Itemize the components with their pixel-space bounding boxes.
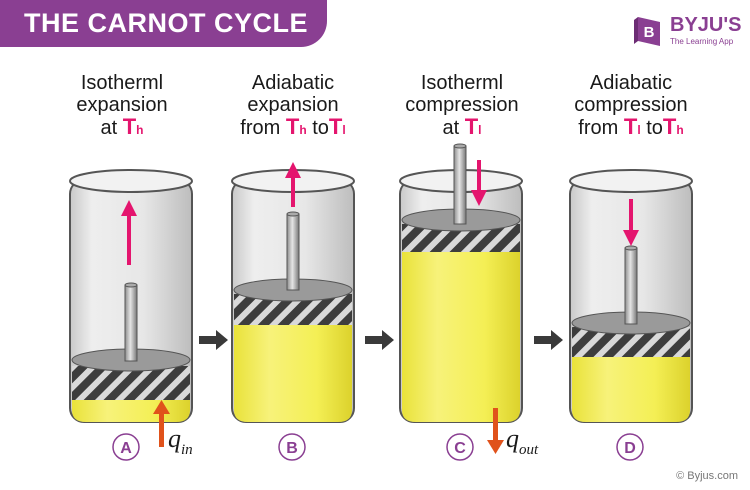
stage-a-badge: A	[112, 433, 140, 461]
stage-d-caption-line3: from Tl toTh	[578, 114, 684, 140]
heat-in-label: qin	[168, 424, 193, 458]
stage-b-badge: B	[278, 433, 306, 461]
step-arrow-c-d	[534, 330, 563, 350]
stage-b-caption-line1: Adiabatic	[251, 72, 335, 94]
cylinder-c	[399, 143, 523, 423]
stage-c-caption: Isotherml compression at Tl	[387, 72, 537, 141]
cylinder-b-rod	[286, 213, 300, 291]
cylinder-d	[569, 169, 693, 423]
step-arrow-a-b	[199, 330, 228, 350]
stage-c-badge: C	[446, 433, 474, 461]
cylinder-d-rod	[624, 247, 638, 325]
title-banner: THE CARNOT CYCLE	[0, 0, 327, 47]
stage-b-caption-line2: expansion	[247, 94, 339, 116]
cylinder-c-rod	[453, 145, 467, 225]
svg-text:B: B	[644, 24, 655, 41]
cylinder-a-piston	[72, 366, 190, 400]
copyright-notice: © Byjus.com	[676, 470, 738, 482]
stage-b-letter: B	[286, 440, 298, 457]
cylinder-a	[69, 169, 193, 423]
heat-out-label: qout	[506, 424, 539, 458]
stage-d-caption-line1: Adiabatic	[589, 72, 673, 94]
stage-c-letter: C	[454, 440, 466, 457]
stage-c-caption-line1: Isotherml	[420, 72, 504, 94]
cylinder-c-gas	[402, 252, 520, 422]
cylinder-b-gas	[234, 325, 352, 422]
stage-d-letter: D	[624, 440, 636, 457]
cylinder-d-gas	[572, 357, 690, 422]
cylinder-b	[231, 162, 355, 423]
stage-a-caption-line3: at Th	[100, 114, 144, 140]
stage-a-caption-line2: expansion	[76, 94, 168, 116]
heat-in-arrow	[153, 400, 170, 447]
brand-name: BYJU'S	[670, 14, 742, 36]
stage-c-caption-line2: compression	[405, 94, 519, 116]
page-title: THE CARNOT CYCLE	[24, 8, 308, 38]
stage-b-caption-line3: from Th toTl	[240, 114, 346, 140]
cylinder-a-rim	[69, 169, 193, 193]
brand-logo-icon: B	[634, 17, 660, 46]
stage-d-caption: Adiabatic compression from Tl toTh	[556, 72, 706, 141]
stage-b-caption: Adiabatic expansion from Th toTl	[218, 72, 368, 141]
stage-d-badge: D	[616, 433, 644, 461]
brand-logo: B BYJU'S The Learning App	[630, 13, 742, 49]
cylinder-d-rim	[569, 169, 693, 193]
stage-a-caption: Isotherml expansion at Th	[47, 72, 197, 141]
stage-a-caption-line1: Isotherml	[80, 72, 164, 94]
cylinder-a-gas	[72, 400, 190, 422]
stage-d-caption-line2: compression	[574, 94, 688, 116]
brand-tagline: The Learning App	[670, 37, 734, 46]
step-arrow-b-c	[365, 330, 394, 350]
heat-out-arrow	[487, 408, 504, 454]
cylinder-a-rod	[124, 284, 138, 362]
stage-c-caption-line3: at Tl	[442, 114, 482, 140]
stage-a-letter: A	[120, 440, 132, 457]
